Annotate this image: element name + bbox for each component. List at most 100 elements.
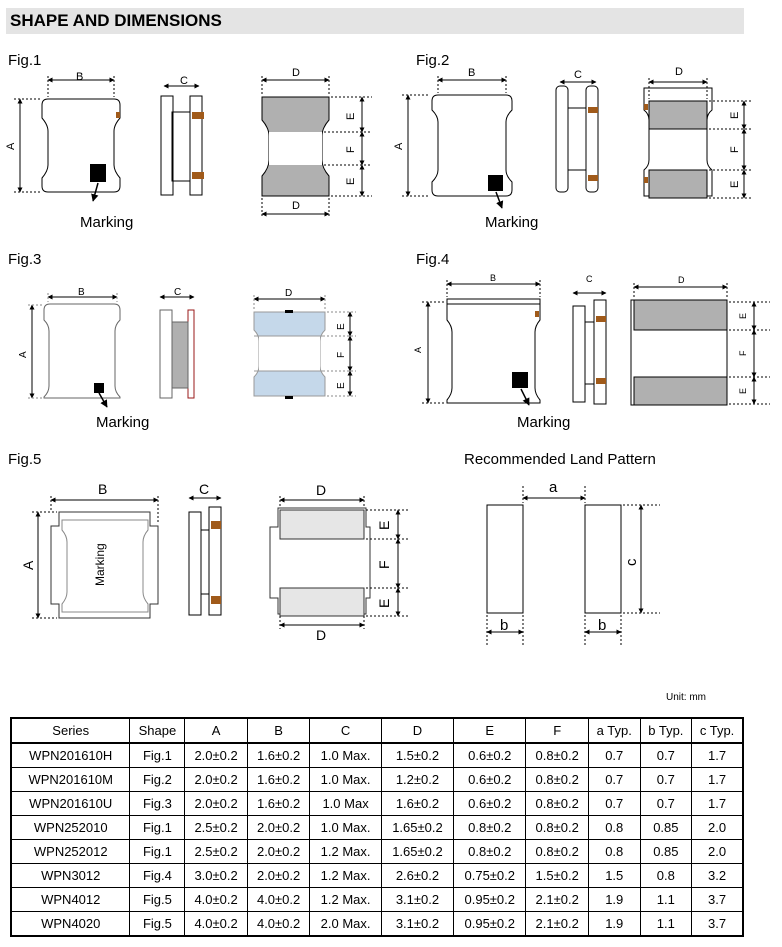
fig4-dim-labels: B C D A E F E: [413, 273, 748, 394]
fig1-dim-labels: B C D D A E F E: [5, 67, 357, 212]
table-cell: 1.0 Max.: [309, 815, 382, 840]
table-cell: 0.8±0.2: [453, 839, 527, 864]
table-cell: 0.8±0.2: [525, 791, 589, 816]
land-pad-right: [584, 504, 622, 614]
fig4-dim-b: B: [490, 273, 496, 283]
table-cell: 4.0±0.2: [246, 911, 311, 937]
table-cell: 1.0 Max.: [309, 742, 382, 768]
fig4-drawing: [422, 280, 770, 406]
land-dim-b2: b: [598, 617, 606, 634]
table-cell: Fig.5: [129, 911, 186, 937]
fig1-top-body: [41, 98, 121, 193]
table-cell: 0.8: [587, 839, 641, 864]
table-cell: Fig.1: [129, 839, 186, 864]
fig5-marking-label: Marking: [93, 543, 107, 586]
table-cell: Fig.3: [129, 791, 186, 816]
table-cell: 0.7: [639, 791, 693, 816]
fig5-label: Fig.5: [8, 451, 42, 468]
table-cell: Fig.5: [129, 887, 186, 912]
table-cell: 0.85: [639, 839, 693, 864]
fig1-dim-b: B: [76, 71, 83, 83]
table-cell: 0.95±0.2: [453, 887, 527, 912]
fig3-label: Fig.3: [8, 251, 42, 268]
table-cell: 0.8±0.2: [525, 767, 589, 792]
fig4-label: Fig.4: [416, 251, 450, 268]
table-cell: 0.85: [639, 815, 693, 840]
table-cell: 3.0±0.2: [184, 863, 248, 888]
table-cell: 1.2 Max.: [309, 839, 382, 864]
table-cell: 0.7: [587, 791, 641, 816]
fig2-top-body: [431, 94, 513, 197]
fig3-dim-d: D: [285, 288, 292, 299]
fig5-top-body: [50, 511, 159, 619]
col-series: Series: [10, 717, 131, 744]
table-cell: WPN3012: [10, 863, 131, 888]
spec-table: Series Shape A B C D E F a Typ. b Typ. c…: [10, 717, 744, 937]
land-dim-a: a: [549, 479, 558, 496]
table-cell: 0.7: [587, 767, 641, 792]
fig1-drawing: [14, 76, 372, 218]
fig3-dim-a: A: [18, 351, 29, 358]
table-cell: WPN252010: [10, 815, 131, 840]
table-cell: 3.1±0.2: [380, 911, 455, 937]
fig3-drawing: [28, 293, 356, 408]
table-cell: 0.8: [639, 863, 693, 888]
fig1-dim-e1: E: [345, 113, 357, 120]
fig1-marking-label: Marking: [80, 214, 134, 231]
table-cell: 2.6±0.2: [380, 863, 455, 888]
fig1-dim-d-bottom: D: [292, 200, 300, 212]
fig4-marking-square: [512, 372, 528, 388]
fig4-dim-a: A: [413, 347, 423, 353]
fig2-dim-c: C: [574, 69, 582, 81]
col-d: D: [380, 717, 455, 744]
fig5-dim-e2: E: [376, 599, 392, 608]
fig2-dim-a: A: [393, 142, 405, 150]
table-cell: 0.75±0.2: [453, 863, 527, 888]
table-header-row: Series Shape A B C D E F a Typ. b Typ. c…: [10, 717, 744, 744]
fig2-dim-labels: B C D A E F E: [393, 66, 741, 188]
table-cell: 2.1±0.2: [525, 887, 589, 912]
table-cell: 3.1±0.2: [380, 887, 455, 912]
table-cell: WPN201610U: [10, 791, 131, 816]
land-pad-left: [486, 504, 524, 614]
table-cell: 1.6±0.2: [246, 742, 311, 768]
fig5-dim-b: B: [98, 481, 107, 497]
table-cell: 1.5±0.2: [525, 863, 589, 888]
land-pattern-drawing: [486, 486, 660, 646]
table-cell: 0.7: [587, 742, 641, 768]
table-cell: 1.1: [639, 887, 693, 912]
table-cell: 1.7: [691, 742, 744, 768]
table-cell: WPN4012: [10, 887, 131, 912]
table-cell: 1.5: [587, 863, 641, 888]
fig2-dim-f: F: [729, 146, 741, 153]
table-cell: 1.9: [587, 911, 641, 937]
fig4-dim-f: F: [738, 350, 748, 356]
fig5-dim-labels: B C D D A E F E Marking: [20, 481, 392, 643]
table-cell: 1.2±0.2: [380, 767, 455, 792]
fig5-dim-a: A: [20, 560, 36, 570]
table-cell: 0.8±0.2: [525, 815, 589, 840]
fig5-drawing: [32, 495, 410, 629]
table-cell: 4.0±0.2: [184, 887, 248, 912]
fig4-top-body: [446, 298, 541, 404]
fig4-dim-d: D: [678, 275, 685, 285]
table-cell: 0.8±0.2: [453, 815, 527, 840]
table-cell: 2.0±0.2: [184, 767, 248, 792]
table-cell: Fig.1: [129, 815, 186, 840]
table-cell: 2.0 Max.: [309, 911, 382, 937]
fig2-drawing: [402, 76, 752, 209]
fig3-dim-b: B: [78, 287, 85, 298]
fig2-dim-e1: E: [729, 112, 741, 119]
table-cell: 1.1: [639, 911, 693, 937]
fig1-dim-d-top: D: [292, 67, 300, 79]
table-cell: 0.6±0.2: [453, 742, 527, 768]
table-cell: 3.7: [691, 911, 744, 937]
fig3-dim-e1: E: [336, 323, 347, 330]
section-title: SHAPE AND DIMENSIONS: [10, 11, 222, 30]
table-cell: 1.65±0.2: [380, 839, 455, 864]
